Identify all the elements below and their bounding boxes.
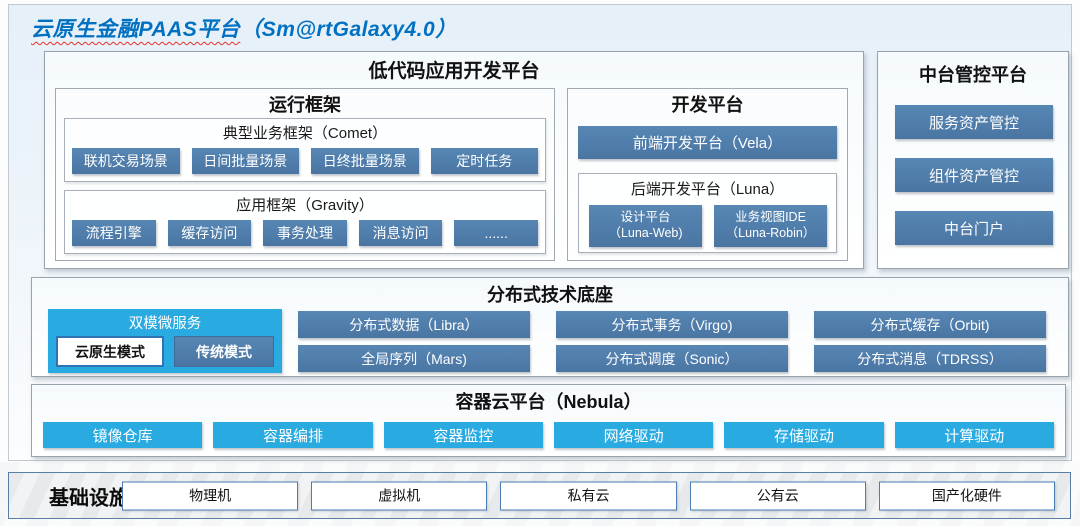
page-title-version: （Sm@rtGalaxy4.0） [240, 18, 457, 41]
node-private-cloud: 私有云 [500, 481, 677, 510]
node-component-asset-management: 组件资产管控 [895, 158, 1053, 192]
node-storage-driver: 存储驱动 [724, 422, 884, 448]
luna-backend-title: 后端开发平台（Luna） [630, 181, 785, 198]
luna-backend-box: 后端开发平台（Luna） 设计平台 （Luna-Web) 业务视图IDE （Lu… [578, 173, 837, 253]
infrastructure-strip: 基础设施 物理机 虚拟机 私有云 公有云 国产化硬件 [8, 472, 1071, 519]
luna-robin-line2: （Luna-Robin） [725, 226, 816, 240]
comet-framework-title: 典型业务框架（Comet） [222, 125, 388, 142]
node-distributed-data-libra: 分布式数据（Libra） [298, 311, 530, 338]
distributed-base-box: 分布式技术底座 双模微服务 云原生模式 传统模式 分布式数据（Libra） 分布… [31, 277, 1069, 377]
node-container-orchestration: 容器编排 [213, 422, 373, 448]
infrastructure-items-row: 物理机 虚拟机 私有云 公有云 国产化硬件 [122, 481, 1056, 510]
runtime-framework-box: 运行框架 典型业务框架（Comet） 联机交易场景 日间批量场景 日终批量场景 … [55, 88, 555, 261]
node-ellipsis: ...... [454, 220, 538, 246]
node-daytime-batch: 日间批量场景 [191, 148, 299, 174]
dev-platform-box: 开发平台 前端开发平台（Vela） 后端开发平台（Luna） 设计平台 （Lun… [567, 88, 848, 261]
gravity-framework-box: 应用框架（Gravity） 流程引擎 缓存访问 事务处理 消息访问 ...... [64, 190, 546, 254]
node-cache-access: 缓存访问 [167, 220, 252, 246]
luna-web-line1: 设计平台 [620, 210, 671, 225]
comet-items-row: 联机交易场景 日间批量场景 日终批量场景 定时任务 [72, 148, 538, 174]
page-title-cn: 云原生金融PAAS平台 [31, 18, 241, 41]
distributed-services-grid: 分布式数据（Libra） 分布式事务（Virgo) 分布式缓存（Orbit) 全… [298, 311, 1046, 372]
lowcode-platform-box: 低代码应用开发平台 运行框架 典型业务框架（Comet） 联机交易场景 日间批量… [44, 51, 864, 269]
infrastructure-title: 基础设施 [49, 487, 129, 509]
midplatform-box: 中台管控平台 服务资产管控 组件资产管控 中台门户 [877, 51, 1069, 269]
node-distributed-scheduling-sonic: 分布式调度（Sonic） [556, 345, 788, 372]
node-midplatform-portal: 中台门户 [895, 211, 1053, 245]
node-compute-driver: 计算驱动 [894, 422, 1054, 448]
node-transaction-processing: 事务处理 [263, 220, 347, 246]
gravity-items-row: 流程引擎 缓存访问 事务处理 消息访问 ...... [72, 220, 538, 246]
node-distributed-transaction-virgo: 分布式事务（Virgo) [556, 311, 788, 338]
node-luna-web-design-platform: 设计平台 （Luna-Web) [589, 205, 702, 247]
node-container-monitoring: 容器监控 [383, 422, 543, 448]
gravity-framework-title: 应用框架（Gravity） [236, 197, 374, 214]
node-physical-machine: 物理机 [122, 481, 299, 510]
luna-robin-line1: 业务视图IDE [735, 210, 806, 225]
luna-web-line2: （Luna-Web) [608, 226, 683, 240]
node-distributed-message-tdrss: 分布式消息（TDRSS） [814, 345, 1046, 372]
midplatform-title: 中台管控平台 [919, 65, 1027, 85]
runtime-framework-title: 运行框架 [269, 95, 341, 115]
nebula-items-row: 镜像仓库 容器编排 容器监控 网络驱动 存储驱动 计算驱动 [43, 422, 1054, 448]
nebula-platform-box: 容器云平台（Nebula） 镜像仓库 容器编排 容器监控 网络驱动 存储驱动 计… [31, 384, 1066, 457]
dev-platform-title: 开发平台 [671, 95, 744, 115]
dual-mode-microservice-panel: 双模微服务 云原生模式 传统模式 [48, 309, 282, 373]
node-endofday-batch: 日终批量场景 [311, 148, 419, 174]
dual-mode-title: 双模微服务 [128, 316, 202, 332]
node-luna-robin-ide: 业务视图IDE （Luna-Robin） [714, 205, 827, 247]
node-public-cloud: 公有云 [689, 481, 866, 510]
node-vela-frontend-platform: 前端开发平台（Vela） [578, 126, 837, 159]
comet-framework-box: 典型业务框架（Comet） 联机交易场景 日间批量场景 日终批量场景 定时任务 [64, 118, 546, 182]
node-distributed-cache-orbit: 分布式缓存（Orbit) [814, 311, 1046, 338]
node-online-transaction: 联机交易场景 [72, 148, 180, 174]
lowcode-platform-title: 低代码应用开发平台 [368, 61, 540, 82]
node-domestic-hardware: 国产化硬件 [878, 481, 1056, 510]
node-global-sequence-mars: 全局序列（Mars) [298, 345, 530, 372]
node-scheduled-task: 定时任务 [430, 148, 538, 174]
node-process-engine: 流程引擎 [72, 220, 156, 246]
node-service-asset-management: 服务资产管控 [895, 105, 1053, 139]
page-title: 云原生金融PAAS平台（Sm@rtGalaxy4.0） [31, 13, 457, 43]
node-cloud-native-mode: 云原生模式 [56, 336, 164, 367]
distributed-base-title: 分布式技术底座 [487, 285, 613, 305]
node-virtual-machine: 虚拟机 [311, 481, 488, 510]
node-traditional-mode: 传统模式 [174, 336, 274, 367]
platform-overview-panel: 云原生金融PAAS平台（Sm@rtGalaxy4.0） 低代码应用开发平台 运行… [8, 4, 1072, 461]
node-message-access: 消息访问 [358, 220, 443, 246]
node-image-registry: 镜像仓库 [43, 422, 203, 448]
nebula-platform-title: 容器云平台（Nebula） [455, 392, 642, 412]
node-network-driver: 网络驱动 [553, 422, 714, 448]
